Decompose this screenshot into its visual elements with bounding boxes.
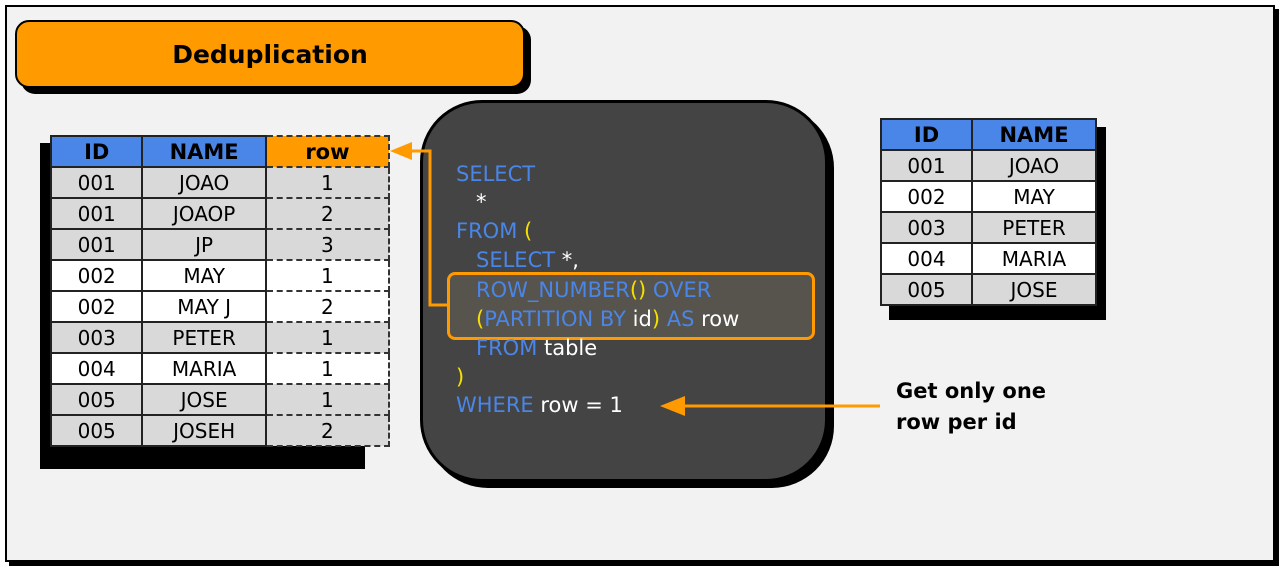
- cell-id: 002: [879, 180, 974, 213]
- cell-name: JP: [141, 228, 267, 261]
- cell-id: 002: [49, 290, 144, 323]
- paren: (): [629, 278, 647, 302]
- cell-name: MAY: [971, 180, 1097, 213]
- code-line: FROM (: [456, 219, 532, 243]
- cell-id: 005: [879, 273, 974, 306]
- cell-name: JOAO: [971, 149, 1097, 182]
- cell-row: 2: [264, 197, 391, 230]
- code-line: SELECT *,: [476, 248, 579, 272]
- cell-row: 3: [264, 228, 391, 261]
- cell-id: 001: [879, 149, 974, 182]
- cell-row: 1: [264, 352, 391, 385]
- keyword: WHERE: [456, 393, 534, 417]
- note-line: Get only one: [896, 379, 1047, 403]
- header-id: ID: [49, 135, 144, 168]
- row-number-highlight: [447, 272, 815, 340]
- cell-name: JOSE: [141, 383, 267, 416]
- note-line: row per id: [896, 410, 1017, 434]
- row-arrow-head: [390, 142, 412, 160]
- keyword: SELECT: [476, 248, 556, 272]
- code-text: *: [476, 190, 487, 214]
- paren: (: [476, 307, 485, 331]
- keyword: PARTITION BY: [484, 307, 626, 331]
- paren: ): [651, 307, 661, 331]
- cell-name: PETER: [141, 321, 267, 354]
- cell-name: JOAOP: [141, 197, 267, 230]
- code-line: ROW_NUMBER() OVER: [476, 278, 711, 302]
- page-title: Deduplication: [15, 20, 525, 88]
- cell-name: MAY: [141, 259, 267, 292]
- header-name: NAME: [971, 118, 1097, 151]
- cell-id: 004: [879, 242, 974, 275]
- cell-id: 003: [879, 211, 974, 244]
- cell-row: 2: [264, 290, 391, 323]
- cell-name: MARIA: [141, 352, 267, 385]
- code-line: SELECT: [456, 162, 535, 186]
- cell-name: MAY J: [141, 290, 267, 323]
- code-text: row = 1: [533, 393, 623, 417]
- cell-name: JOAO: [141, 166, 267, 199]
- cell-id: 005: [49, 414, 144, 447]
- where-arrow-head: [660, 396, 685, 416]
- cell-row: 2: [264, 414, 391, 447]
- code-text: *,: [555, 248, 579, 272]
- code-line: WHERE row = 1: [456, 393, 623, 417]
- header-name: NAME: [141, 135, 267, 168]
- keyword: ROW_NUMBER: [476, 278, 630, 302]
- code-line: (PARTITION BY id) AS row: [476, 307, 739, 331]
- code-line: ): [456, 365, 464, 389]
- keyword: AS: [660, 307, 695, 331]
- cell-name: JOSEH: [141, 414, 267, 447]
- code-text: id: [626, 307, 652, 331]
- cell-name: MARIA: [971, 242, 1097, 275]
- keyword: FROM: [476, 336, 538, 360]
- cell-row: 1: [264, 166, 391, 199]
- code-line: FROM table: [476, 336, 597, 360]
- code-text: table: [537, 336, 598, 360]
- cell-row: 1: [264, 259, 391, 292]
- cell-id: 002: [49, 259, 144, 292]
- header-id: ID: [879, 118, 974, 151]
- annotation-note: Get only one row per id: [896, 376, 1046, 438]
- code-line: *: [476, 190, 487, 214]
- cell-id: 001: [49, 166, 144, 199]
- cell-row: 1: [264, 383, 391, 416]
- keyword: SELECT: [456, 162, 536, 186]
- cell-id: 004: [49, 352, 144, 385]
- cell-id: 005: [49, 383, 144, 416]
- row-arrow-line: [405, 149, 447, 307]
- keyword: FROM: [456, 219, 518, 243]
- code-text: row: [694, 307, 740, 331]
- cell-row: 1: [264, 321, 391, 354]
- cell-name: JOSE: [971, 273, 1097, 306]
- paren: (: [524, 219, 533, 243]
- header-row: row: [264, 135, 391, 168]
- keyword: OVER: [646, 278, 712, 302]
- cell-id: 001: [49, 228, 144, 261]
- paren: ): [456, 365, 465, 389]
- cell-name: PETER: [971, 211, 1097, 244]
- cell-id: 001: [49, 197, 144, 230]
- cell-id: 003: [49, 321, 144, 354]
